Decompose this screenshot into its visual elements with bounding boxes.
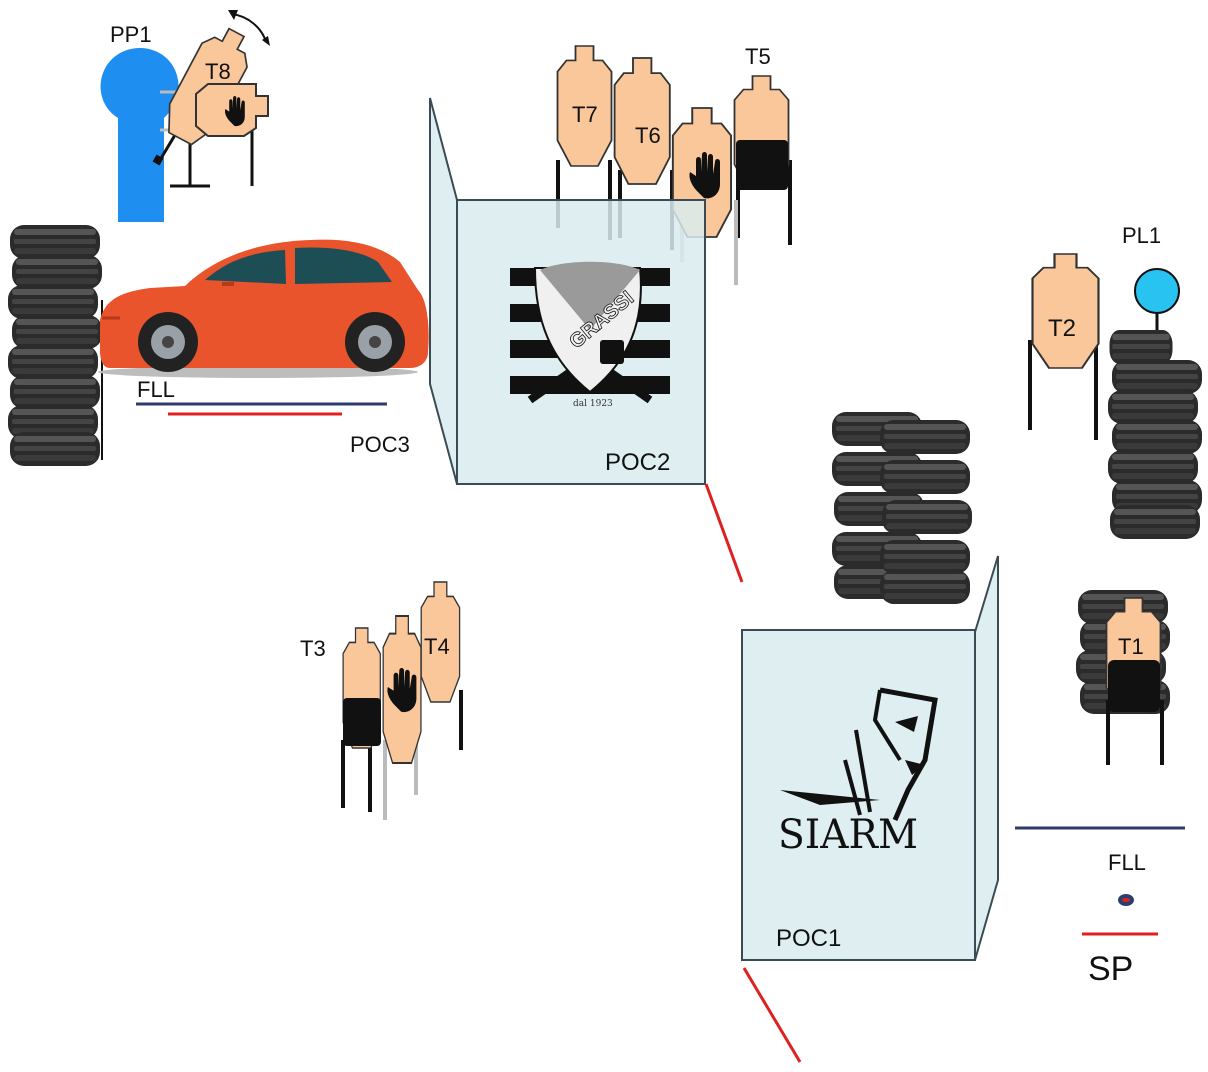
sp-label: SP	[1088, 950, 1133, 988]
t4-label: T4	[424, 634, 450, 659]
t8-label: T8	[205, 59, 231, 84]
target-t8-swinger	[152, 10, 270, 188]
fault-line-left: FLL	[136, 377, 387, 416]
tire-stack-left	[8, 225, 103, 466]
poc1-label: POC1	[776, 925, 841, 952]
target-t2	[1028, 252, 1100, 440]
fll-right-label: FLL	[1108, 850, 1146, 875]
grassi-year: dal 1923	[573, 399, 613, 409]
target-t1	[1076, 590, 1170, 765]
tire-stack-center-right	[832, 412, 972, 604]
t6-label: T6	[635, 123, 661, 148]
poc3-label: POC3	[350, 432, 410, 457]
tire-stack-right-upper	[1108, 330, 1202, 539]
red-line-poc2	[704, 483, 744, 583]
t7-label: T7	[572, 102, 598, 127]
start-position-marker	[1082, 894, 1158, 936]
grassi-logo: GRASSI dal 1923	[510, 261, 670, 409]
pl1-label: PL1	[1122, 223, 1161, 248]
plate-pl1	[1134, 268, 1180, 335]
t5-label: T5	[745, 44, 771, 69]
barrier-poc2: GRASSI dal 1923	[429, 97, 706, 485]
barrier-poc1: SIARM	[741, 555, 999, 961]
fll-left-label: FLL	[137, 377, 175, 402]
targets-t3-t4-group	[341, 581, 463, 820]
siarm-logo-text: SIARM	[778, 812, 918, 858]
t2-label: T2	[1048, 315, 1076, 342]
t1-label: T1	[1118, 634, 1144, 659]
red-line-poc1	[742, 967, 802, 1063]
poc2-label: POC2	[605, 449, 670, 476]
car-icon	[98, 239, 429, 378]
popper-pp1	[100, 48, 179, 222]
t3-label: T3	[300, 636, 326, 661]
pp1-label: PP1	[110, 22, 152, 47]
siarm-logo: SIARM	[778, 687, 938, 858]
